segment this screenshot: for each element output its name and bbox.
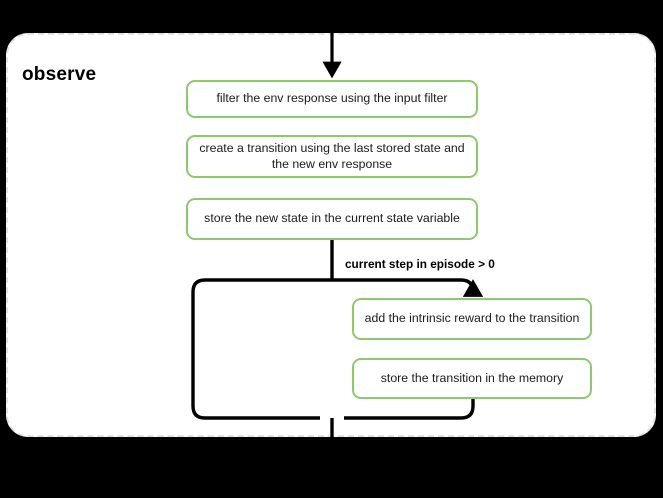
node-label: create a transition using the last store… bbox=[199, 141, 465, 171]
node-label: store the transition in the memory bbox=[380, 370, 564, 385]
group-title: observe bbox=[22, 64, 97, 85]
node-store-transition-memory[interactable]: store the transition in the memory bbox=[352, 358, 592, 399]
connector-right-branch bbox=[332, 278, 484, 297]
node-label: add the intrinsic reward to the transiti… bbox=[364, 311, 580, 326]
connector-left-branch bbox=[191, 278, 332, 420]
node-label: filter the env response using the input … bbox=[216, 91, 448, 106]
node-create-transition[interactable]: create a transition using the last store… bbox=[186, 135, 478, 178]
connector-right-return bbox=[344, 399, 475, 420]
node-store-new-state[interactable]: store the new state in the current state… bbox=[186, 198, 478, 240]
node-label: store the new state in the current state… bbox=[204, 211, 460, 226]
node-filter-env-response[interactable]: filter the env response using the input … bbox=[186, 80, 478, 118]
edge-label-condition-current-step: current step in episode > 0 bbox=[345, 257, 495, 271]
node-add-intrinsic-reward[interactable]: add the intrinsic reward to the transiti… bbox=[352, 298, 592, 340]
